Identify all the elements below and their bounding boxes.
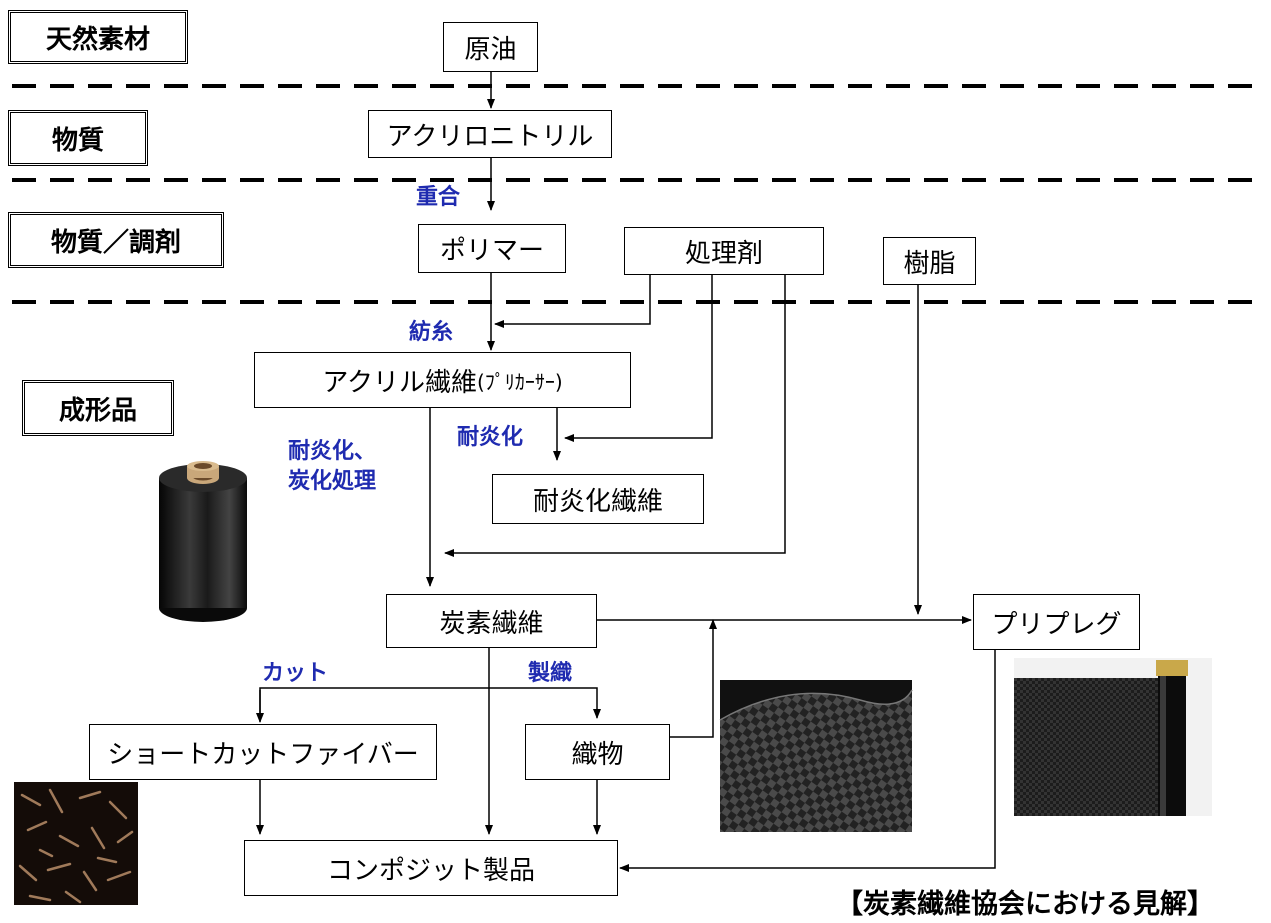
short-cut-fiber-image [14,782,138,905]
carbon-fiber-spool-image [159,461,247,622]
label-flameproofing: 耐炎化 [457,425,524,450]
node-acrylic-fiber: アクリル繊維(ﾌﾟﾘｶｰｻｰ) [254,352,631,408]
node-polymer: ポリマー [418,224,566,273]
node-carbon-fiber: 炭素繊維 [386,594,597,648]
node-fabric: 織物 [525,724,670,780]
node-crude-oil: 原油 [443,22,538,72]
node-oxidized-fiber: 耐炎化繊維 [492,474,704,524]
node-composite-product: コンポジット製品 [244,840,618,896]
node-prepreg: プリプレグ [973,594,1140,650]
node-treatment-agent: 処理剤 [624,227,824,275]
prepreg-image [1014,658,1212,816]
category-natural-material: 天然素材 [8,10,188,64]
node-acrylonitrile: アクリロニトリル [368,110,612,158]
node-short-cut-fiber: ショートカットファイバー [89,724,437,780]
category-molded-product: 成形品 [22,380,174,436]
woven-fabric-image [719,680,913,832]
label-flameproof-carbonize-line1: 耐炎化、 [288,439,377,464]
label-spinning: 紡糸 [409,320,454,345]
level-separators [12,84,1262,304]
flow-arrows [256,72,996,872]
node-acrylic-fiber-precursor-note: (ﾌﾟﾘｶｰｻｰ) [477,369,563,394]
label-weaving: 製織 [528,661,573,686]
label-flameproof-carbonize-line2: 炭化処理 [288,469,377,494]
category-substance-preparation: 物質／調剤 [8,212,224,268]
node-resin: 樹脂 [883,237,976,285]
label-polymerization: 重合 [416,185,461,210]
label-cut: カット [262,661,329,686]
source-note: 【炭素繊維協会における見解】 [836,889,1214,920]
category-substance: 物質 [8,110,148,166]
node-acrylic-fiber-label: アクリル繊維 [322,367,478,398]
